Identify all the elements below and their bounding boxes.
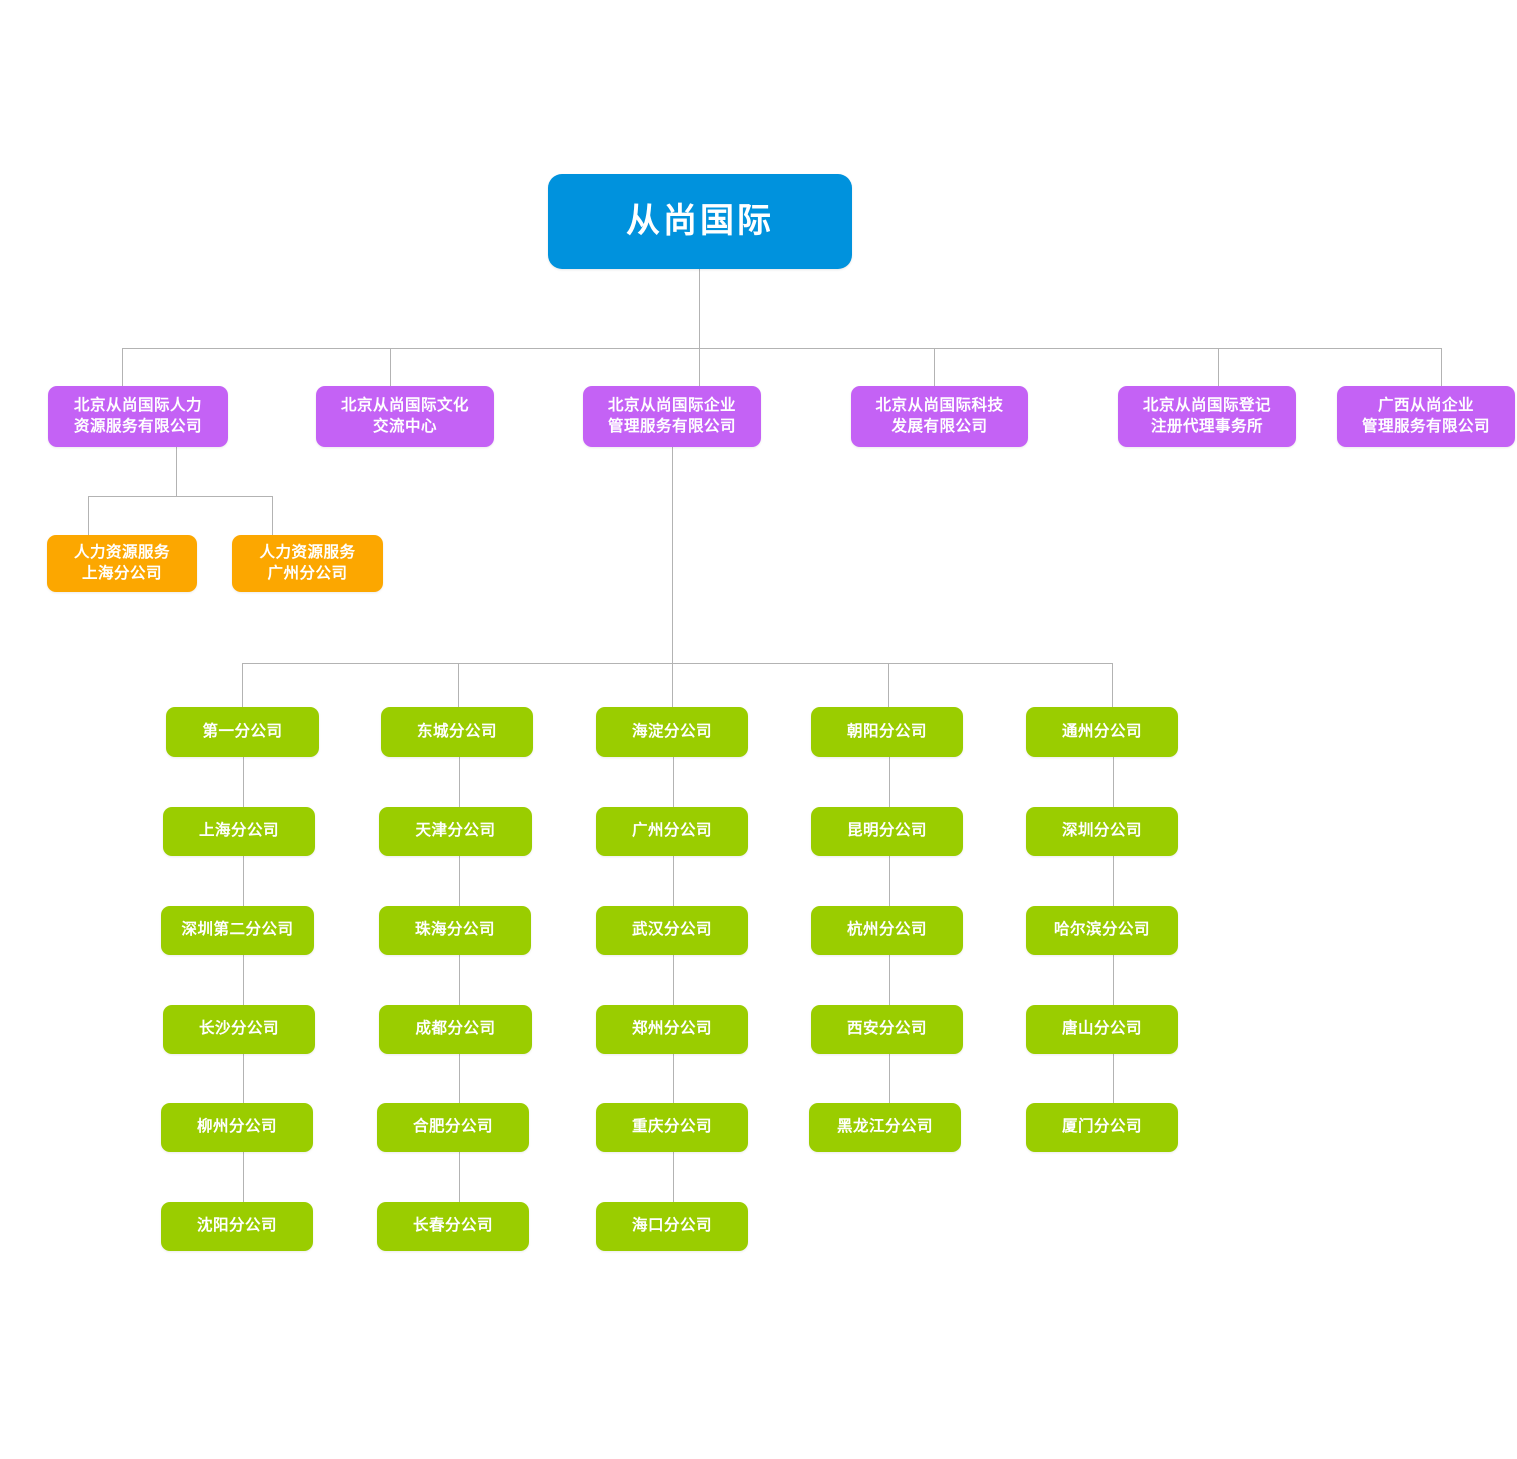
connector-col4-link-2: [889, 856, 890, 906]
connector-division-drop-1: [122, 348, 123, 386]
hr-branch-node-1[interactable]: 人力资源服务 上海分公司: [47, 535, 197, 592]
connector-col5-link-4: [1113, 1054, 1114, 1103]
division-node-4[interactable]: 北京从尚国际科技 发展有限公司: [851, 386, 1028, 447]
connector-col5-link-3: [1113, 955, 1114, 1005]
branch-node-c3-r1[interactable]: 海淀分公司: [596, 707, 748, 757]
connector-col5-link-1: [1113, 757, 1114, 807]
connector-branch-col-drop-5: [1112, 663, 1113, 707]
connector-col3-link-4: [673, 1054, 674, 1103]
connector-col3-link-2: [673, 856, 674, 906]
branch-node-c5-r1[interactable]: 通州分公司: [1026, 707, 1178, 757]
connector-col2-link-2: [459, 856, 460, 906]
division-node-1[interactable]: 北京从尚国际人力 资源服务有限公司: [48, 386, 228, 447]
branch-node-c2-r3[interactable]: 珠海分公司: [379, 906, 531, 955]
branch-node-c4-r1[interactable]: 朝阳分公司: [811, 707, 963, 757]
branch-node-c3-r4[interactable]: 郑州分公司: [596, 1005, 748, 1054]
branch-node-c3-r2[interactable]: 广州分公司: [596, 807, 748, 856]
connector-hr-drop-2: [272, 496, 273, 535]
connector-col1-link-3: [243, 955, 244, 1005]
connector-col4-link-1: [889, 757, 890, 807]
branch-node-c2-r2[interactable]: 天津分公司: [379, 807, 532, 856]
connector-col3-link-1: [673, 757, 674, 807]
branch-node-c1-r3[interactable]: 深圳第二分公司: [161, 906, 314, 955]
connector-hr-bar: [88, 496, 273, 497]
branch-node-c5-r3[interactable]: 哈尔滨分公司: [1026, 906, 1178, 955]
connector-root-stem: [699, 269, 700, 348]
connector-branch-col-drop-1: [242, 663, 243, 707]
connector-division-drop-6: [1441, 348, 1442, 386]
connector-division-bar: [122, 348, 1441, 349]
branch-node-c2-r6[interactable]: 长春分公司: [377, 1202, 529, 1251]
branch-node-c4-r4[interactable]: 西安分公司: [811, 1005, 963, 1054]
connector-branch-col-drop-4: [888, 663, 889, 707]
connector-division-drop-2: [390, 348, 391, 386]
division-node-2[interactable]: 北京从尚国际文化 交流中心: [316, 386, 494, 447]
connector-col1-link-4: [243, 1054, 244, 1103]
connector-division-drop-3: [699, 348, 700, 386]
branch-node-c3-r5[interactable]: 重庆分公司: [596, 1103, 748, 1152]
connector-col5-link-2: [1113, 856, 1114, 906]
branch-node-c1-r5[interactable]: 柳州分公司: [161, 1103, 313, 1152]
connector-col4-link-4: [889, 1054, 890, 1103]
branch-node-c2-r4[interactable]: 成都分公司: [379, 1005, 532, 1054]
branch-node-c1-r2[interactable]: 上海分公司: [163, 807, 315, 856]
branch-node-c1-r4[interactable]: 长沙分公司: [163, 1005, 315, 1054]
connector-hr-stem: [176, 447, 177, 496]
branch-node-c4-r2[interactable]: 昆明分公司: [811, 807, 963, 856]
branch-node-c1-r1[interactable]: 第一分公司: [166, 707, 319, 757]
connector-col2-link-5: [459, 1152, 460, 1202]
branch-node-c4-r5[interactable]: 黑龙江分公司: [809, 1103, 961, 1152]
branch-node-c3-r6[interactable]: 海口分公司: [596, 1202, 748, 1251]
connector-col3-link-3: [673, 955, 674, 1005]
connector-branch-stem: [672, 447, 673, 664]
division-node-5[interactable]: 北京从尚国际登记 注册代理事务所: [1118, 386, 1296, 447]
org-root-node[interactable]: 从尚国际: [548, 174, 852, 269]
connector-col2-link-4: [459, 1054, 460, 1103]
connector-division-drop-5: [1218, 348, 1219, 386]
branch-node-c5-r5[interactable]: 厦门分公司: [1026, 1103, 1178, 1152]
division-node-6[interactable]: 广西从尚企业 管理服务有限公司: [1337, 386, 1515, 447]
connector-branch-col-drop-3: [672, 663, 673, 707]
hr-branch-node-2[interactable]: 人力资源服务 广州分公司: [232, 535, 383, 592]
connector-division-drop-4: [934, 348, 935, 386]
branch-node-c5-r4[interactable]: 唐山分公司: [1026, 1005, 1178, 1054]
connector-col4-link-3: [889, 955, 890, 1005]
connector-col1-link-2: [243, 856, 244, 906]
branch-node-c2-r1[interactable]: 东城分公司: [381, 707, 533, 757]
connector-branch-col-drop-2: [458, 663, 459, 707]
branch-node-c1-r6[interactable]: 沈阳分公司: [161, 1202, 313, 1251]
division-node-3[interactable]: 北京从尚国际企业 管理服务有限公司: [583, 386, 761, 447]
branch-node-c2-r5[interactable]: 合肥分公司: [377, 1103, 529, 1152]
branch-node-c4-r3[interactable]: 杭州分公司: [811, 906, 963, 955]
connector-branch-bar: [242, 663, 1112, 664]
branch-node-c3-r3[interactable]: 武汉分公司: [596, 906, 748, 955]
connector-col2-link-1: [459, 757, 460, 807]
branch-node-c5-r2[interactable]: 深圳分公司: [1026, 807, 1178, 856]
connector-col2-link-3: [459, 955, 460, 1005]
connector-col3-link-5: [673, 1152, 674, 1202]
connector-col1-link-1: [243, 757, 244, 807]
connector-hr-drop-1: [88, 496, 89, 535]
connector-col1-link-5: [243, 1152, 244, 1202]
